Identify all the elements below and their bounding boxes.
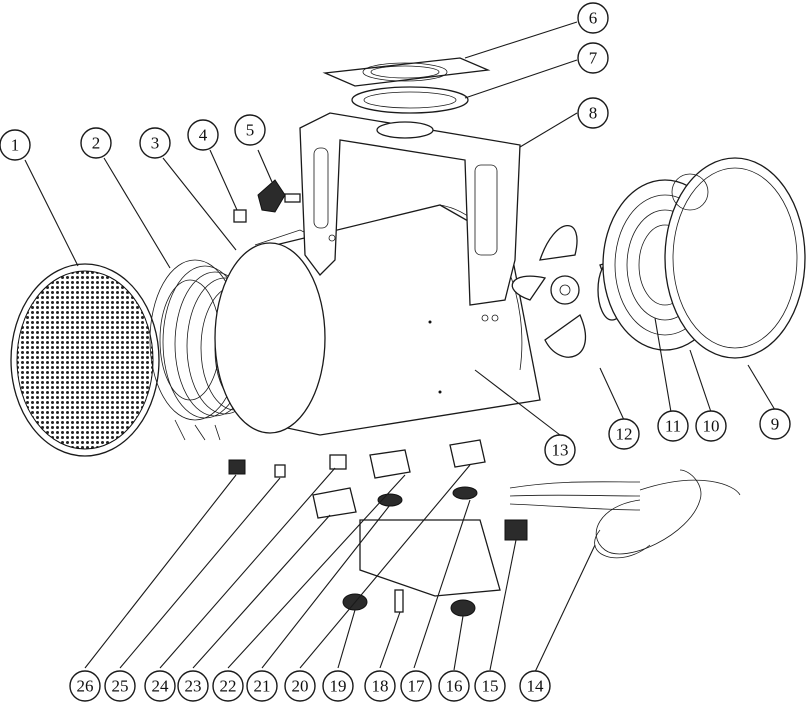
svg-text:19: 19 xyxy=(330,677,347,696)
svg-text:10: 10 xyxy=(703,417,720,436)
thermostat-part xyxy=(369,449,411,479)
svg-text:17: 17 xyxy=(408,677,426,696)
power-cord-part xyxy=(509,469,741,559)
svg-text:22: 22 xyxy=(220,677,237,696)
callout-2: 2 xyxy=(80,127,112,159)
callout-21: 21 xyxy=(246,670,278,702)
washer-part-a xyxy=(377,493,403,507)
callout-5: 5 xyxy=(234,114,266,146)
callout-6: 6 xyxy=(577,2,609,34)
bolt-part xyxy=(394,589,404,613)
washer-part-b xyxy=(452,486,478,500)
rear-ring-part xyxy=(664,157,806,359)
screw-part xyxy=(233,209,247,223)
callout-15: 15 xyxy=(474,670,506,702)
svg-text:25: 25 xyxy=(112,677,129,696)
callout-10: 10 xyxy=(695,410,727,442)
mounting-bracket-part xyxy=(299,112,521,322)
callout-22: 22 xyxy=(212,670,244,702)
callout-26: 26 xyxy=(69,670,101,702)
callout-12: 12 xyxy=(608,418,640,450)
pilot-light-part xyxy=(274,464,286,478)
svg-text:12: 12 xyxy=(616,425,633,444)
callout-20: 20 xyxy=(284,670,316,702)
svg-text:14: 14 xyxy=(527,677,545,696)
svg-text:13: 13 xyxy=(552,441,569,460)
callout-13: 13 xyxy=(544,434,576,466)
callout-14: 14 xyxy=(519,670,551,702)
leader-lines xyxy=(24,21,776,673)
callout-1: 1 xyxy=(0,129,31,161)
callout-24: 24 xyxy=(144,670,176,702)
foot-part-b xyxy=(450,599,476,617)
ring-part xyxy=(351,86,469,114)
callout-7: 7 xyxy=(577,42,609,74)
callout-19: 19 xyxy=(322,670,354,702)
svg-text:9: 9 xyxy=(771,415,780,434)
callout-18: 18 xyxy=(364,670,396,702)
svg-text:3: 3 xyxy=(151,134,160,153)
switch-part xyxy=(449,439,486,468)
callout-8: 8 xyxy=(577,97,609,129)
svg-text:1: 1 xyxy=(11,136,20,155)
svg-text:21: 21 xyxy=(254,677,271,696)
callout-3: 3 xyxy=(139,127,171,159)
callout-11: 11 xyxy=(657,410,689,442)
callout-9: 9 xyxy=(759,408,791,440)
callout-16: 16 xyxy=(438,670,470,702)
front-grille-part xyxy=(10,263,160,457)
relay-part xyxy=(312,487,357,519)
callout-23: 23 xyxy=(177,670,209,702)
svg-text:24: 24 xyxy=(152,677,170,696)
callout-4: 4 xyxy=(187,119,219,151)
svg-text:26: 26 xyxy=(77,677,94,696)
square-gasket-part xyxy=(322,57,491,87)
svg-text:4: 4 xyxy=(199,126,208,145)
svg-text:16: 16 xyxy=(446,677,463,696)
callout-25: 25 xyxy=(104,670,136,702)
base-plate-part xyxy=(359,519,501,597)
terminal-block-part xyxy=(228,459,246,475)
callout-17: 17 xyxy=(400,670,432,702)
svg-text:11: 11 xyxy=(665,417,681,436)
svg-text:18: 18 xyxy=(372,677,389,696)
svg-text:8: 8 xyxy=(589,104,598,123)
svg-text:7: 7 xyxy=(589,49,598,68)
svg-text:2: 2 xyxy=(92,134,101,153)
svg-text:20: 20 xyxy=(292,677,309,696)
svg-text:23: 23 xyxy=(185,677,202,696)
connector-part xyxy=(329,454,347,470)
svg-text:5: 5 xyxy=(246,121,255,140)
svg-text:15: 15 xyxy=(482,677,499,696)
strain-relief-part xyxy=(504,519,528,541)
svg-text:6: 6 xyxy=(589,9,598,28)
knob-part xyxy=(257,179,301,213)
